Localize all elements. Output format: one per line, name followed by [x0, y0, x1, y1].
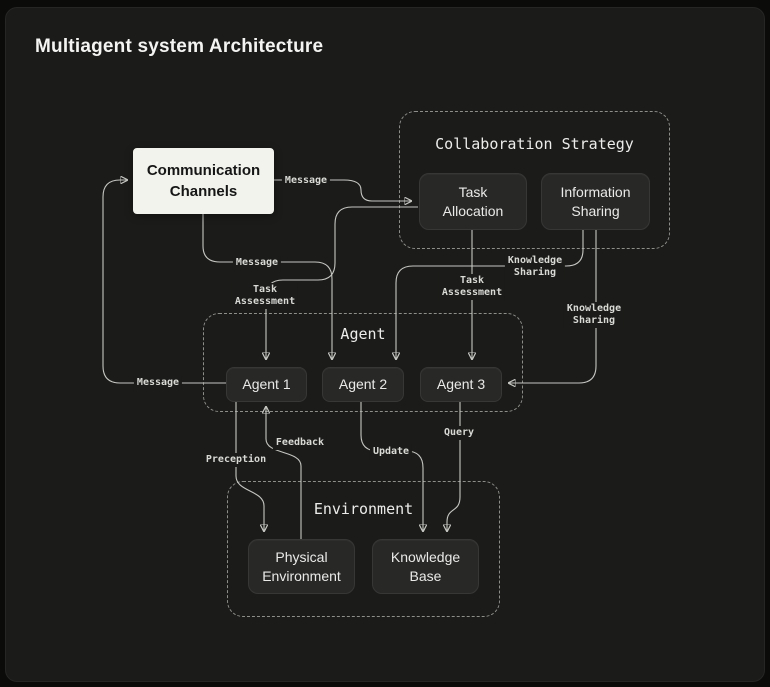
edge-label-preception: Preception — [202, 453, 270, 467]
edge-label-message-task-allocation: Message — [281, 174, 331, 188]
agent-container-title: Agent — [340, 325, 386, 343]
edge-label-message-agent2: Message — [232, 256, 282, 270]
edge-label-query: Query — [440, 426, 478, 440]
edge-label-feedback: Feedback — [272, 436, 328, 450]
edge-label-message-channels: Message — [133, 376, 183, 390]
edge-label-knowledge-sharing-agent2: Knowledge Sharing — [504, 254, 566, 280]
edge-label-knowledge-sharing-agent3: Knowledge Sharing — [563, 302, 625, 328]
node-communication-channels: Communication Channels — [133, 148, 274, 214]
node-task-allocation: Task Allocation — [419, 173, 527, 230]
node-agent-2: Agent 2 — [322, 367, 404, 402]
environment-container-title: Environment — [313, 500, 414, 518]
edge-label-task-assessment-agent1: Task Assessment — [231, 283, 299, 309]
node-physical-environment: Physical Environment — [248, 539, 355, 594]
node-knowledge-base: Knowledge Base — [372, 539, 479, 594]
edge-label-update: Update — [369, 445, 413, 459]
edge-label-task-assessment-agent3: Task Assessment — [438, 274, 506, 300]
page-title: Multiagent system Architecture — [35, 36, 324, 57]
node-agent-3: Agent 3 — [420, 367, 502, 402]
node-agent-1: Agent 1 — [226, 367, 307, 402]
collaboration-strategy-title: Collaboration Strategy — [435, 135, 634, 153]
node-information-sharing: Information Sharing — [541, 173, 650, 230]
